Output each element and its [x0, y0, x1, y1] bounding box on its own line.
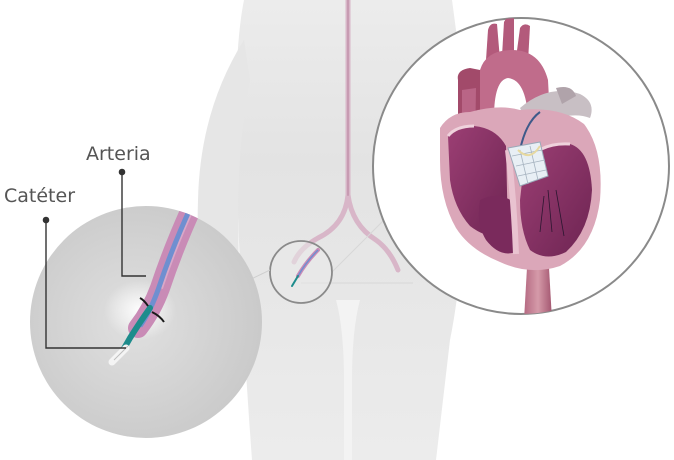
artery-label: Arteria: [86, 145, 151, 164]
catheter-label: Catéter: [4, 187, 75, 206]
detail-circle-small: [270, 241, 332, 303]
